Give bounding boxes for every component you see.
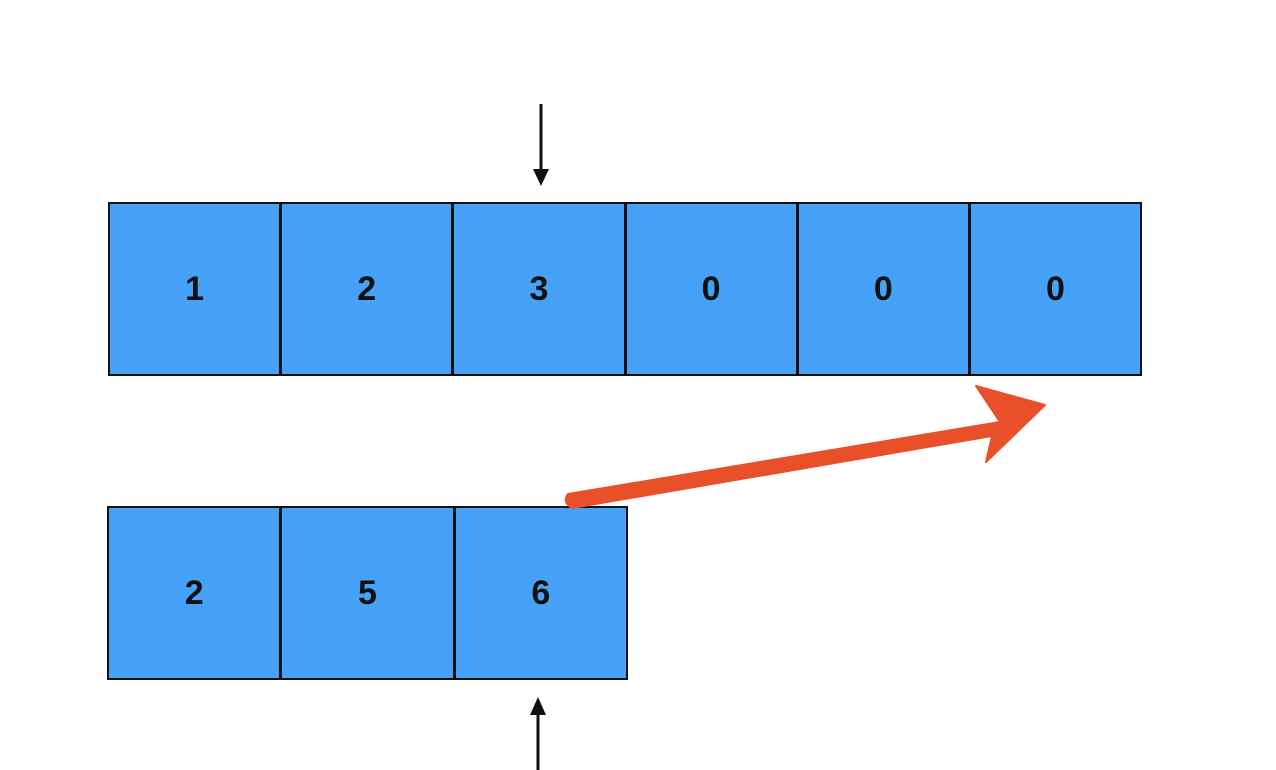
bottom-array-cell: 2 xyxy=(109,508,283,678)
top-array-cell: 2 xyxy=(282,204,455,374)
top-array-cell: 0 xyxy=(799,204,971,374)
top-array: 1 2 3 0 0 0 xyxy=(108,202,1142,376)
top-array-cell: 3 xyxy=(454,204,627,374)
top-pointer-arrow-icon xyxy=(533,104,549,186)
bottom-array-cell: 5 xyxy=(282,508,456,678)
bottom-array: 2 5 6 xyxy=(107,506,628,680)
top-array-cell: 0 xyxy=(1045,269,1065,308)
move-arrow-icon xyxy=(564,385,1046,509)
top-array-cell: 0 xyxy=(627,204,799,374)
bottom-array-cell: 6 xyxy=(531,573,551,612)
top-array-cell: 1 xyxy=(110,204,283,374)
bottom-pointer-arrow-icon xyxy=(530,697,546,770)
